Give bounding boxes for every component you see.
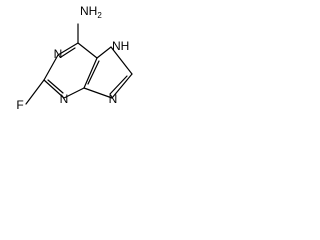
bond-layer xyxy=(25,23,133,105)
bond-c2-f xyxy=(25,79,45,105)
bond-c6-n1-double xyxy=(60,47,76,58)
molecule-diagram: NH2 NH N N N F xyxy=(16,4,133,112)
bond-c2-n3-double xyxy=(47,79,64,94)
atom-label-n9: N xyxy=(109,92,118,106)
label-layer: NH2 NH N N N F xyxy=(16,4,129,112)
bond-n3-c4 xyxy=(63,87,85,99)
bond-c8-n9-double xyxy=(109,75,128,95)
atom-label-nh2: NH2 xyxy=(80,4,102,20)
bond-c5-c6 xyxy=(77,42,98,59)
bond-c4-c5 xyxy=(83,57,98,89)
bond-c4-c5-double xyxy=(87,60,100,85)
bond-c6-n1 xyxy=(57,42,79,56)
bond-n1-c2 xyxy=(43,54,59,81)
atom-label-fluorine: F xyxy=(16,98,23,112)
atom-label-n1: N xyxy=(54,47,63,61)
bond-n7-c8 xyxy=(110,46,133,75)
bond-c2-n3 xyxy=(43,79,65,99)
atom-label-n3: N xyxy=(60,92,69,106)
bond-c8-n9 xyxy=(111,73,133,99)
structure-canvas: NH2 NH N N N F xyxy=(0,0,176,136)
bond-n9-c4 xyxy=(83,87,113,99)
bond-c5-n7 xyxy=(96,46,112,59)
atom-label-nh-ring: NH xyxy=(112,39,129,53)
